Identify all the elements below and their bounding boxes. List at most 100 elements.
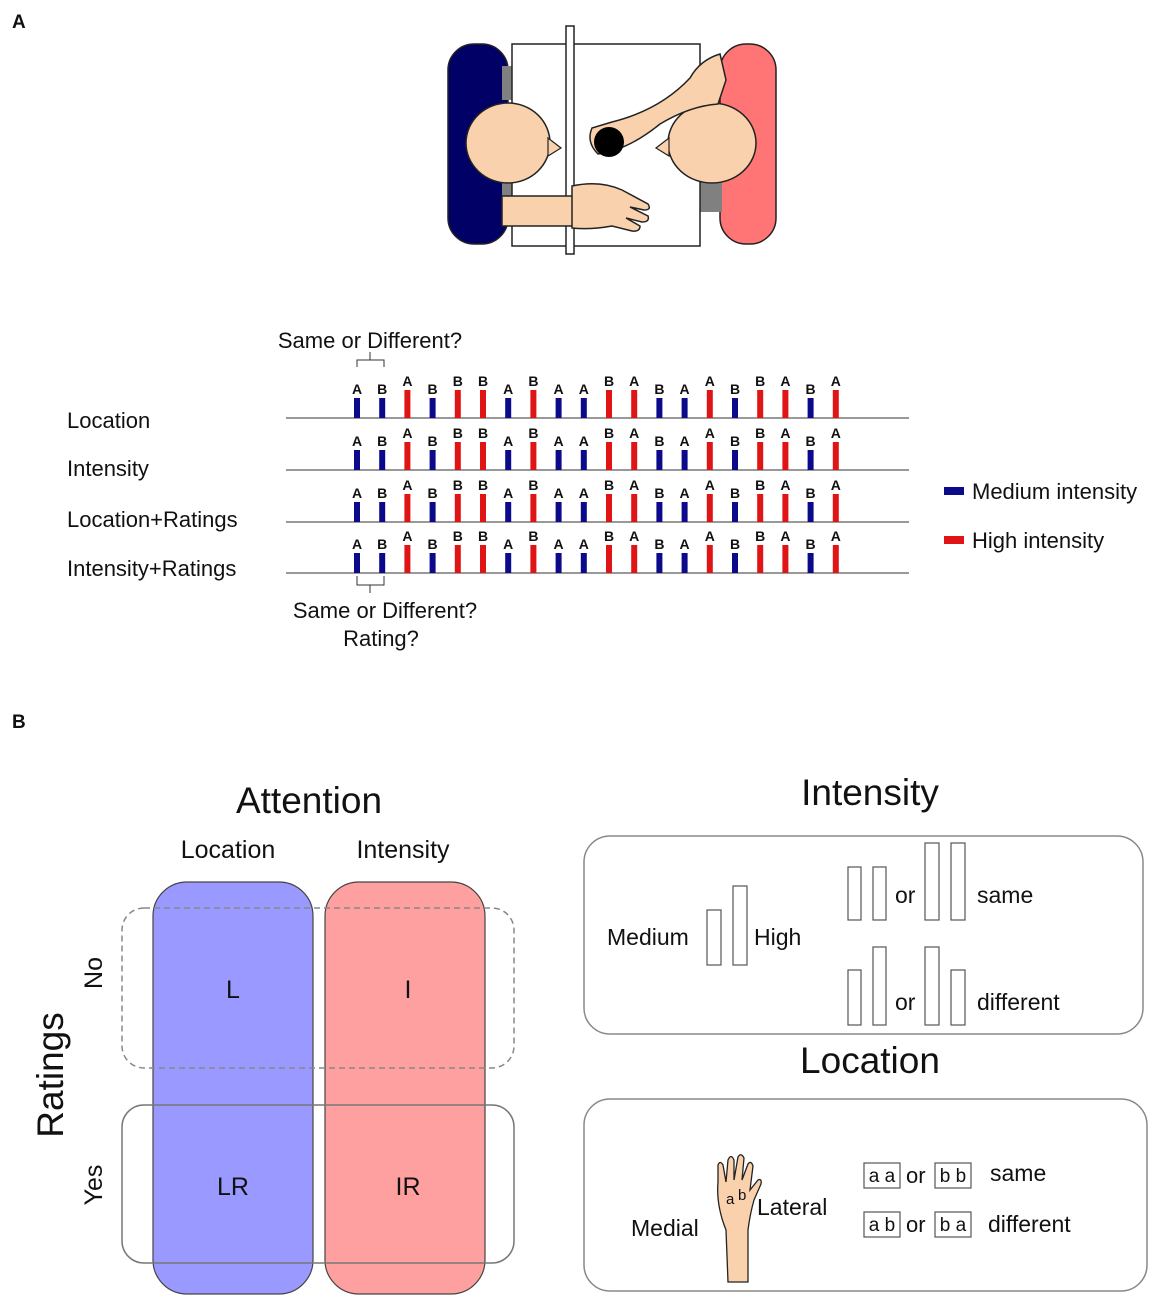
stimulus-letter: B [528,477,538,493]
cell-i: I [405,976,412,1004]
same-high-bar-1 [924,842,940,921]
stimulus-letter: B [654,485,664,501]
stimulus-bar-high [530,442,537,470]
stimulus-bar-medium [807,502,814,522]
stimulus-letter: B [453,477,463,493]
stimulus-bar-medium [656,398,663,418]
stimulus-bar-high [782,442,789,470]
same-medium-bar-2 [872,866,887,921]
location-medial-label: Medial [631,1215,699,1241]
stimulus-letter: B [528,425,538,441]
row-label-yes: Yes [80,1165,108,1206]
stimulus-bar-high [606,494,612,522]
stimulus-bar-medium [505,398,512,418]
row-label-location: Location [67,408,150,433]
ratings-title: Ratings [30,1012,71,1137]
stimulus-letter: B [755,373,765,389]
stimulus-bar-medium [807,398,814,418]
stimulus-letter: A [554,485,564,501]
column-label-intensity: Intensity [356,836,450,864]
stimulus-letter: A [402,373,412,389]
stimulus-letter: B [806,536,816,552]
intensity-same-or: or [895,882,916,908]
stimulus-bar-medium [732,502,738,522]
stimulus-letter: B [428,381,438,397]
row-label-intensity-ratings: Intensity+Ratings [67,556,236,581]
cell-ir: IR [396,1173,421,1201]
stimulus-bar-high [480,545,486,573]
stimulus-bar-high [782,545,789,573]
top-question-label: Same or Different? [278,328,462,353]
stimulus-bar-high [454,494,461,522]
same-pair-box-1 [863,1162,901,1189]
location-box [583,1098,1148,1292]
left-person-nose [547,136,563,158]
stimulus-letter: A [831,425,841,441]
stimulus-letter: A [352,536,362,552]
stimulus-letter: B [377,381,387,397]
stimulus-letter: A [629,528,639,544]
stimulus-bar-medium [732,398,738,418]
panel-a-label: A [12,12,26,33]
hand-point-b: b [738,1187,746,1204]
stimulus-letter: A [554,536,564,552]
location-lateral-label: Lateral [757,1194,827,1220]
intensity-box-title: Intensity [801,772,939,813]
location-same-label: same [990,1160,1046,1186]
stimulus-bar-high [404,545,411,573]
stimulus-bar-high [706,390,713,418]
cell-lr: LR [217,1173,249,1201]
stimulus-bar-high [782,494,789,522]
stimulus-bar-medium [580,450,587,470]
stimulus-letter: A [705,528,715,544]
stimulus-bar-medium [681,398,688,418]
medium-bar-icon [706,909,722,966]
stimulus-bar-medium [354,553,360,573]
stimulus-bar-medium [580,553,587,573]
stimulus-bar-high [530,390,537,418]
stimulus-letter: A [579,485,589,501]
stimulus-bar-medium [379,553,386,573]
right-person-nose [654,136,670,158]
stimulus-bar-high [480,442,486,470]
stimulus-letter: A [705,477,715,493]
yes-ratings-row [121,1104,515,1264]
stimulus-letter: A [503,485,513,501]
stimulus-letter: B [730,381,740,397]
panel-b-label: B [12,712,26,733]
stimulus-bar-high [706,545,713,573]
stimulus-letter: B [478,477,488,493]
stimulus-bar-medium [681,502,688,522]
stimulus-bar-medium [555,553,562,573]
intensity-column [324,881,486,1295]
no-ratings-row [121,907,515,1069]
diff-pair-2: b a [940,1215,967,1236]
stimulus-bar-medium [429,450,436,470]
stimulus-letter: A [680,381,690,397]
stimulus-bar-medium [555,502,562,522]
stimulus-letter: B [604,528,614,544]
stimulus-letter: A [629,373,639,389]
diff-pair-box-1 [863,1211,901,1238]
stimulus-bar-high [530,545,537,573]
stimulus-bar-medium [580,398,587,418]
stimulus-bar-medium [580,502,587,522]
same-pair-box-2 [934,1162,972,1189]
stimulus-letter: B [654,536,664,552]
stimulus-letter: A [554,433,564,449]
stimulus-bar-high [757,390,764,418]
legend: Medium intensity High intensity [944,479,1137,553]
stimulus-bar-high [530,494,537,522]
stimulus-letter: B [377,536,387,552]
forearm-hand-icon: a b [717,1154,762,1283]
location-different-or: or [906,1212,926,1237]
same-high-bar-2 [950,842,966,921]
stimulus-bar-medium [681,450,688,470]
bottom-bracket [356,576,385,586]
stimulus-bar-medium [656,450,663,470]
stimulus-letter: A [780,373,790,389]
stimulus-bar-high [480,390,486,418]
stimulus-letter: B [755,528,765,544]
column-label-location: Location [181,836,276,864]
